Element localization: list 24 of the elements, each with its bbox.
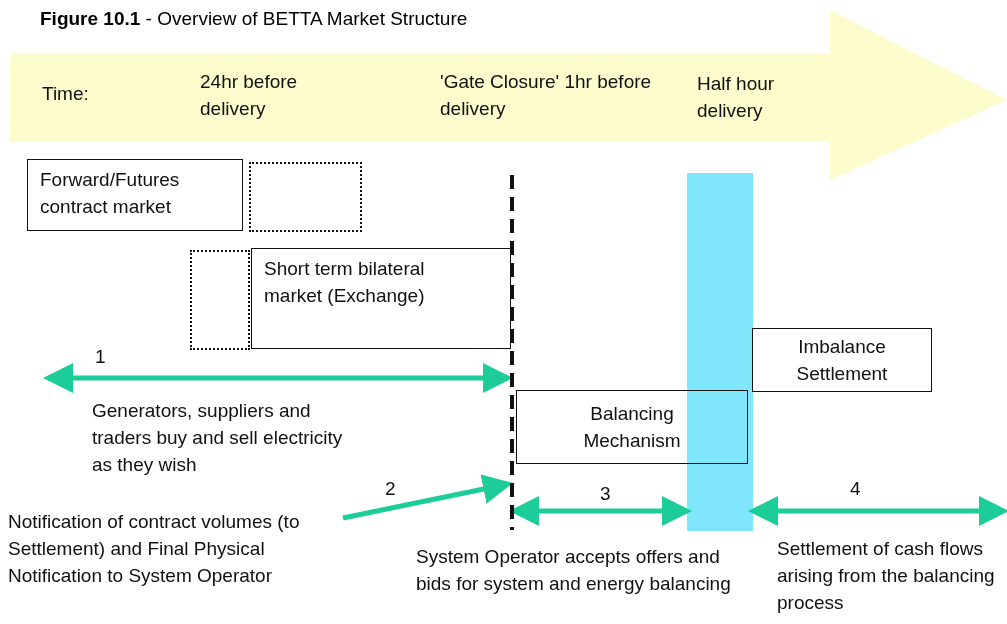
arrow bbox=[748, 496, 1007, 526]
box-text: Forward/Futures contract market bbox=[40, 168, 181, 219]
description-text: Generators, suppliers and traders buy and sell electricity as they wish bbox=[92, 399, 344, 477]
time-label: 'Gate Closure' 1hr before delivery bbox=[440, 70, 653, 121]
market-box bbox=[516, 390, 748, 464]
dotted-box bbox=[190, 250, 250, 350]
description-text: Settlement of cash flows arising from the balancing process bbox=[777, 537, 996, 615]
arrow bbox=[43, 363, 513, 393]
description-text: System Operator accepts offers and bids for system and energy balancing bbox=[416, 545, 732, 596]
figure-title: Figure 10.1 - Overview of BETTA Market Structure bbox=[40, 8, 468, 30]
note-text: Notification of contract volumes (to Settlement) and Final Physical Notification to System Operator bbox=[8, 508, 343, 620]
dotted-box bbox=[249, 162, 362, 232]
box-text: Balancing Mechanism bbox=[582, 402, 682, 453]
time-label: Time: bbox=[42, 82, 90, 106]
arrow bbox=[342, 474, 513, 521]
time-label: Half hour delivery bbox=[697, 72, 776, 123]
market-box bbox=[251, 248, 511, 349]
gate-closure-line bbox=[508, 175, 516, 530]
market-box bbox=[27, 159, 243, 231]
time-label: 24hr before delivery bbox=[200, 70, 299, 121]
box-text: Imbalance Settlement bbox=[795, 335, 889, 386]
market-box bbox=[752, 328, 932, 392]
box-text: Short term bilateral market (Exchange) bbox=[264, 257, 426, 308]
time-bar bbox=[687, 173, 753, 531]
